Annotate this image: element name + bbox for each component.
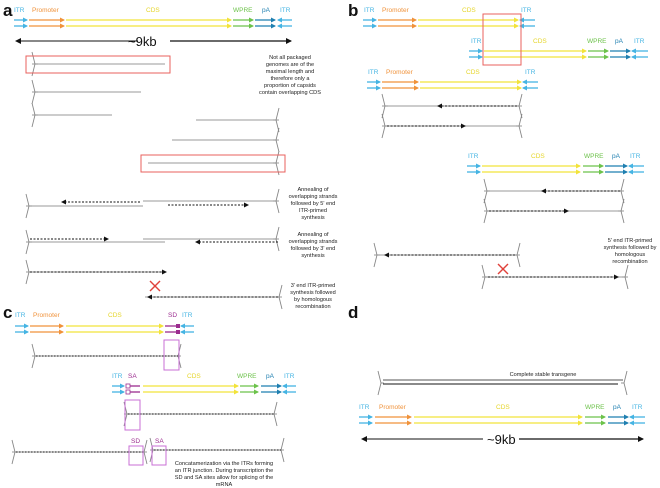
label-wpre: WPRE [237, 373, 257, 380]
label-cds: CDS [496, 404, 510, 411]
cross-stroke [497, 263, 509, 275]
label-cds: CDS [108, 312, 122, 319]
sd-site [176, 330, 180, 334]
highlight-layer [25, 13, 522, 466]
label-itr: ITR [15, 312, 26, 319]
label-pa: pA [615, 38, 624, 45]
label-itr: ITR [634, 38, 645, 45]
panel-b-construct-low [367, 79, 538, 91]
label-itr: ITR [359, 404, 370, 411]
cross-stroke [149, 280, 161, 292]
construct-layer [14, 17, 648, 442]
label-itr: ITR [284, 373, 295, 380]
label-itr: ITR [280, 7, 291, 14]
size-label: ~9kb [128, 34, 157, 49]
label-promoter: Promoter [33, 312, 61, 319]
label-sa: SA [128, 373, 137, 380]
sa-site [125, 383, 131, 389]
panel-d-letter: d [348, 303, 358, 322]
label-itr: ITR [525, 69, 536, 76]
label-itr: ITR [368, 69, 379, 76]
panel-a-construct-labels: ITR Promoter CDS WPRE pA ITR [14, 7, 291, 14]
size-label: ~9kb [487, 432, 516, 447]
label-cds: CDS [466, 69, 480, 76]
sd-highlight-box [163, 339, 180, 371]
sd-highlight-box [128, 445, 144, 466]
label-pa: pA [612, 153, 621, 160]
label-promoter: Promoter [32, 7, 60, 14]
sa-highlight-box [151, 445, 167, 466]
panel-d-construct [359, 414, 645, 426]
label-sd: SD [168, 312, 177, 319]
label-promoter: Promoter [382, 7, 410, 14]
overlap-highlight-box [25, 55, 171, 74]
overlap-highlight-box [482, 13, 522, 66]
overlap-highlight-box [140, 154, 286, 173]
label-promoter: Promoter [386, 69, 414, 76]
panel-c-construct-mid [112, 383, 296, 395]
panel-a-construct [14, 17, 292, 29]
label-itr: ITR [14, 7, 25, 14]
label-pa: pA [262, 7, 271, 14]
panel-c-construct-labels: ITR Promoter CDS SD ITR ITR SA CDS WPRE … [15, 312, 295, 445]
label-itr: ITR [471, 38, 482, 45]
panel-d-genome [377, 370, 628, 396]
sa-highlight-box [124, 399, 141, 431]
label-wpre: WPRE [233, 7, 253, 14]
label-sd: SD [131, 438, 140, 445]
panel-b-construct-top [363, 17, 535, 29]
panel-b-construct-right [467, 163, 644, 175]
label-itr: ITR [521, 7, 532, 14]
sa-site [125, 389, 131, 395]
panel-a-genomes [25, 51, 283, 310]
label-promoter: Promoter [379, 404, 407, 411]
itr-hairpin-icon [623, 370, 628, 396]
panel-c-construct-top [15, 323, 194, 335]
panel-c-letter: c [3, 303, 12, 322]
label-itr: ITR [630, 153, 641, 160]
label-cds: CDS [533, 38, 547, 45]
label-itr: ITR [468, 153, 479, 160]
label-cds: CDS [531, 153, 545, 160]
label-cds: CDS [146, 7, 160, 14]
label-cds: CDS [187, 373, 201, 380]
label-pa: pA [613, 404, 622, 411]
label-itr: ITR [182, 312, 193, 319]
panel-d-construct-labels: ITR Promoter CDS WPRE pA ITR [359, 404, 643, 411]
panel-a-letter: a [3, 1, 13, 20]
failed-synthesis-cross-icon [149, 280, 161, 292]
label-pa: pA [266, 373, 275, 380]
label-itr: ITR [632, 404, 643, 411]
failed-synthesis-cross-icon [497, 263, 509, 275]
label-wpre: WPRE [584, 153, 604, 160]
genome-layer [11, 51, 629, 465]
panel-c-genomes [11, 343, 285, 465]
label-wpre: WPRE [585, 404, 605, 411]
label-itr: ITR [364, 7, 375, 14]
itr-hairpin-icon [377, 370, 382, 396]
label-wpre: WPRE [587, 38, 607, 45]
label-sa: SA [155, 438, 164, 445]
panel-b-letter: b [348, 1, 358, 20]
label-cds: CDS [462, 7, 476, 14]
panel-b-genomes [373, 93, 629, 290]
panel-b-construct-mid [469, 48, 648, 60]
panel-b-construct-labels: ITR Promoter CDS ITR ITR CDS WPRE pA ITR… [364, 7, 645, 160]
sd-site [176, 324, 180, 328]
transgene-label: Complete stable transgene [510, 372, 577, 378]
label-itr: ITR [112, 373, 123, 380]
